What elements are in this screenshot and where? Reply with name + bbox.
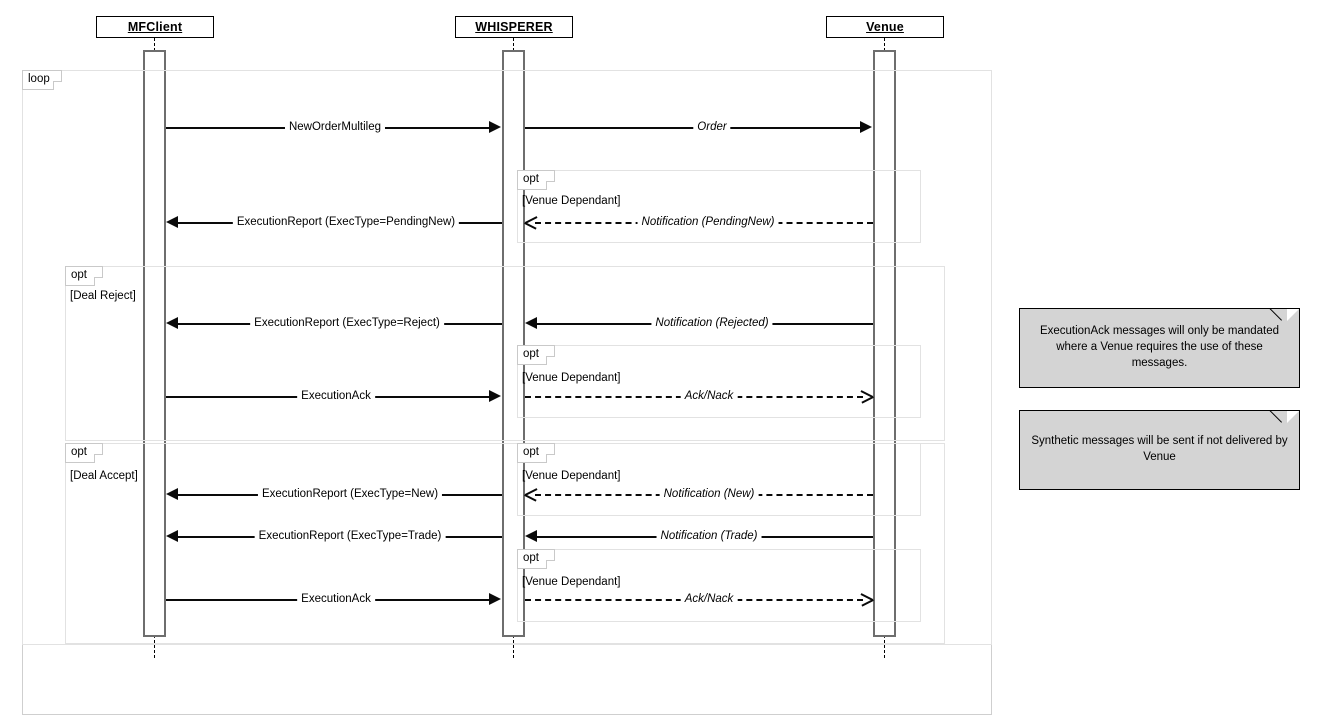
arrowhead-right-icon	[489, 593, 501, 605]
participant-venue[interactable]: Venue	[826, 16, 944, 38]
message-label-execreport-reject: ExecutionReport (ExecType=Reject)	[250, 317, 444, 329]
note-text: ExecutionAck messages will only be manda…	[1039, 325, 1280, 369]
arrowhead-right-icon	[860, 121, 872, 133]
fragment-opt-deal-reject-tab: opt	[65, 266, 103, 286]
message-label-executionack-accept: ExecutionAck	[297, 593, 375, 605]
fragment-opt-deal-accept	[65, 443, 945, 644]
participant-label: Venue	[866, 20, 904, 34]
arrowhead-left-icon	[166, 216, 178, 228]
message-label-acknack-accept: Ack/Nack	[680, 593, 738, 605]
participant-label: WHISPERER	[475, 20, 553, 34]
fragment-opt-acknack-reject	[517, 345, 921, 418]
arrowhead-left-icon	[166, 317, 178, 329]
participant-mfclient[interactable]: MFClient	[96, 16, 214, 38]
fragment-opt-deal-accept-tab: opt	[65, 443, 103, 463]
fragment-opt-pendingnew-tab: opt	[517, 170, 555, 190]
fragment-opt-acknack-accept-condition: [Venue Dependant]	[522, 576, 621, 588]
note-executionack: ExecutionAck messages will only be manda…	[1019, 308, 1300, 388]
message-label-notification-rejected: Notification (Rejected)	[651, 317, 773, 329]
message-label-notification-trade: Notification (Trade)	[656, 530, 762, 542]
fragment-opt-acknack-reject-condition: [Venue Dependant]	[522, 372, 621, 384]
message-label-order: Order	[693, 121, 731, 133]
fragment-loop-tab: loop	[22, 70, 62, 90]
fragment-opt-deal-accept-condition: [Deal Accept]	[70, 470, 138, 482]
note-fold-corner-icon	[1287, 411, 1299, 423]
fragment-opt-deal-reject	[65, 266, 945, 441]
fragment-opt-pendingnew-condition: [Venue Dependant]	[522, 195, 621, 207]
arrowhead-left-icon	[166, 530, 178, 542]
fragment-opt-new	[517, 443, 921, 516]
message-label-execreport-new: ExecutionReport (ExecType=New)	[257, 488, 443, 500]
message-label-notification-new: Notification (New)	[659, 488, 759, 500]
note-synthetic: Synthetic messages will be sent if not d…	[1019, 410, 1300, 490]
fragment-opt-acknack-reject-tab: opt	[517, 345, 555, 365]
arrowhead-left-icon	[166, 488, 178, 500]
fragment-opt-acknack-accept-tab: opt	[517, 549, 555, 569]
arrowhead-left-icon	[525, 317, 537, 329]
activation-whisperer	[502, 50, 525, 637]
fragment-opt-new-tab: opt	[517, 443, 555, 463]
note-fold-corner-icon	[1287, 309, 1299, 321]
message-label-execreport-pendingnew: ExecutionReport (ExecType=PendingNew)	[232, 216, 460, 228]
arrowhead-right-icon	[489, 390, 501, 402]
fragment-opt-deal-reject-condition: [Deal Reject]	[70, 290, 136, 302]
fragment-loop	[22, 70, 992, 645]
message-label-execreport-trade: ExecutionReport (ExecType=Trade)	[254, 530, 446, 542]
arrowhead-right-icon	[489, 121, 501, 133]
participant-whisperer[interactable]: WHISPERER	[455, 16, 573, 38]
fragment-opt-acknack-accept	[517, 549, 921, 622]
message-label-acknack-reject: Ack/Nack	[680, 390, 738, 402]
fragment-opt-new-condition: [Venue Dependant]	[522, 470, 621, 482]
participant-label: MFClient	[127, 20, 183, 34]
message-label-executionack-reject: ExecutionAck	[297, 390, 375, 402]
activation-mfclient	[143, 50, 166, 637]
note-fold-line-icon	[1269, 410, 1283, 423]
note-fold-line-icon	[1269, 308, 1283, 321]
message-line-order	[525, 127, 861, 129]
arrowhead-left-icon	[525, 530, 537, 542]
note-text: Synthetic messages will be sent if not d…	[1031, 435, 1288, 463]
activation-venue	[873, 50, 896, 637]
message-label-neworder-multileg: NewOrderMultileg	[284, 121, 386, 133]
message-label-notification-pendingnew: Notification (PendingNew)	[637, 216, 779, 228]
fragment-opt-pendingnew	[517, 170, 921, 243]
